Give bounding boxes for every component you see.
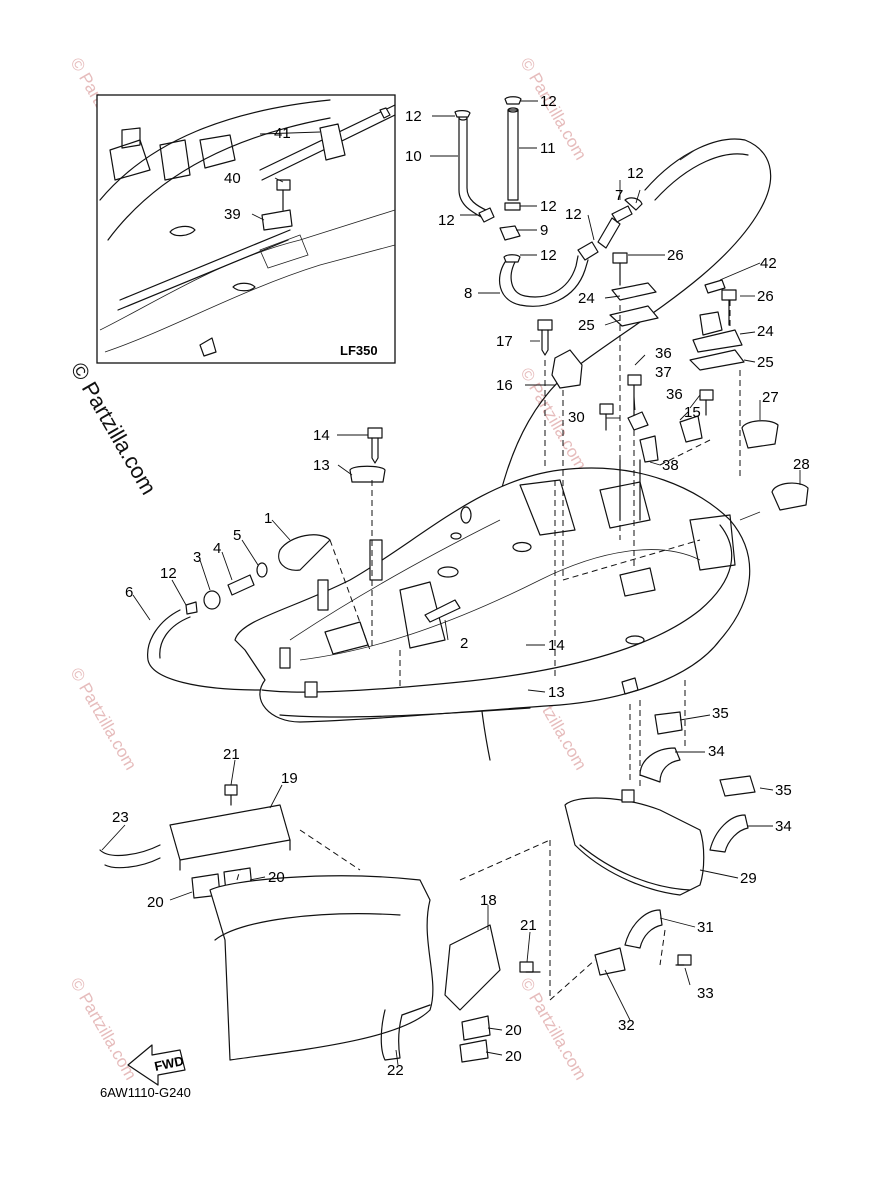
callout-35: 35 bbox=[775, 782, 792, 799]
callout-30: 30 bbox=[568, 409, 585, 426]
inset-label: LF350 bbox=[340, 343, 378, 358]
callout-28: 28 bbox=[793, 456, 810, 473]
callout-3: 3 bbox=[193, 549, 201, 566]
callout-31: 31 bbox=[697, 919, 714, 936]
callout-12: 12 bbox=[565, 206, 582, 223]
lower-parts: FWD bbox=[99, 784, 541, 1086]
callout-12: 12 bbox=[540, 247, 557, 264]
watermark: © Partzilla.com bbox=[517, 975, 591, 1084]
small-parts-cluster bbox=[599, 374, 809, 521]
callout-36: 36 bbox=[666, 386, 683, 403]
callout-18: 18 bbox=[480, 892, 497, 909]
callout-1: 1 bbox=[264, 510, 272, 527]
callout-6: 6 bbox=[125, 584, 133, 601]
inset-lf350: LF350 bbox=[96, 94, 396, 364]
callout-24: 24 bbox=[578, 290, 595, 307]
callout-15: 15 bbox=[684, 404, 701, 421]
callout-11: 11 bbox=[540, 140, 556, 157]
callout-21: 21 bbox=[520, 917, 537, 934]
callout-2: 2 bbox=[460, 635, 468, 652]
callout-24: 24 bbox=[757, 323, 774, 340]
callout-27: 27 bbox=[762, 389, 779, 406]
callout-14: 14 bbox=[313, 427, 330, 444]
callout-22: 22 bbox=[387, 1062, 404, 1079]
left-parts bbox=[147, 534, 461, 691]
dashed-guides bbox=[236, 300, 741, 1001]
fwd-label: FWD bbox=[153, 1053, 185, 1074]
callout-12: 12 bbox=[438, 212, 455, 229]
callout-12: 12 bbox=[627, 165, 644, 182]
callout-12: 12 bbox=[160, 565, 177, 582]
callout-34: 34 bbox=[708, 743, 725, 760]
bracket-group-right bbox=[689, 279, 745, 371]
callout-36: 36 bbox=[655, 345, 672, 362]
bracket-group-left bbox=[609, 252, 659, 327]
callout-38: 38 bbox=[662, 457, 679, 474]
leader-lines bbox=[101, 100, 801, 1066]
callout-10: 10 bbox=[405, 148, 422, 165]
callout-40: 40 bbox=[224, 170, 241, 187]
callout-13: 13 bbox=[548, 684, 565, 701]
callout-33: 33 bbox=[697, 985, 714, 1002]
callout-12: 12 bbox=[540, 198, 557, 215]
callout-20: 20 bbox=[268, 869, 285, 886]
callout-21: 21 bbox=[223, 746, 240, 763]
callout-41: 41 bbox=[274, 125, 291, 142]
callout-8: 8 bbox=[464, 285, 472, 302]
callout-42: 42 bbox=[760, 255, 777, 272]
callout-26: 26 bbox=[667, 247, 684, 264]
callout-17: 17 bbox=[496, 333, 513, 350]
callout-labels: 1 2 3 4 5 6 7 8 9 10 11 12 12 12 12 12 1… bbox=[112, 93, 810, 1079]
callout-12: 12 bbox=[405, 108, 422, 125]
callout-25: 25 bbox=[578, 317, 595, 334]
drawing-code: 6AW1110-G240 bbox=[100, 1085, 191, 1100]
callout-39: 39 bbox=[224, 206, 241, 223]
watermark: © Partzilla.com bbox=[67, 975, 141, 1084]
callout-12: 12 bbox=[540, 93, 557, 110]
watermark-main: © Partzilla.com bbox=[66, 358, 162, 499]
callout-16: 16 bbox=[496, 377, 513, 394]
callout-32: 32 bbox=[618, 1017, 635, 1034]
callout-20: 20 bbox=[147, 894, 164, 911]
callout-20: 20 bbox=[505, 1048, 522, 1065]
bottom-cowling bbox=[234, 459, 751, 723]
callout-9: 9 bbox=[540, 222, 548, 239]
callout-13: 13 bbox=[313, 457, 330, 474]
callout-25: 25 bbox=[757, 354, 774, 371]
callout-37: 37 bbox=[655, 364, 672, 381]
right-parts bbox=[564, 711, 756, 976]
callout-19: 19 bbox=[281, 770, 298, 787]
callout-35: 35 bbox=[712, 705, 729, 722]
callout-7: 7 bbox=[615, 187, 623, 204]
callout-14: 14 bbox=[548, 637, 565, 654]
callout-4: 4 bbox=[213, 540, 221, 557]
callout-34: 34 bbox=[775, 818, 792, 835]
clip-16 bbox=[551, 349, 583, 389]
callout-5: 5 bbox=[233, 527, 241, 544]
callout-29: 29 bbox=[740, 870, 757, 887]
callout-23: 23 bbox=[112, 809, 129, 826]
callout-26: 26 bbox=[757, 288, 774, 305]
watermark: © Partzilla.com bbox=[67, 665, 141, 774]
callout-20: 20 bbox=[505, 1022, 522, 1039]
